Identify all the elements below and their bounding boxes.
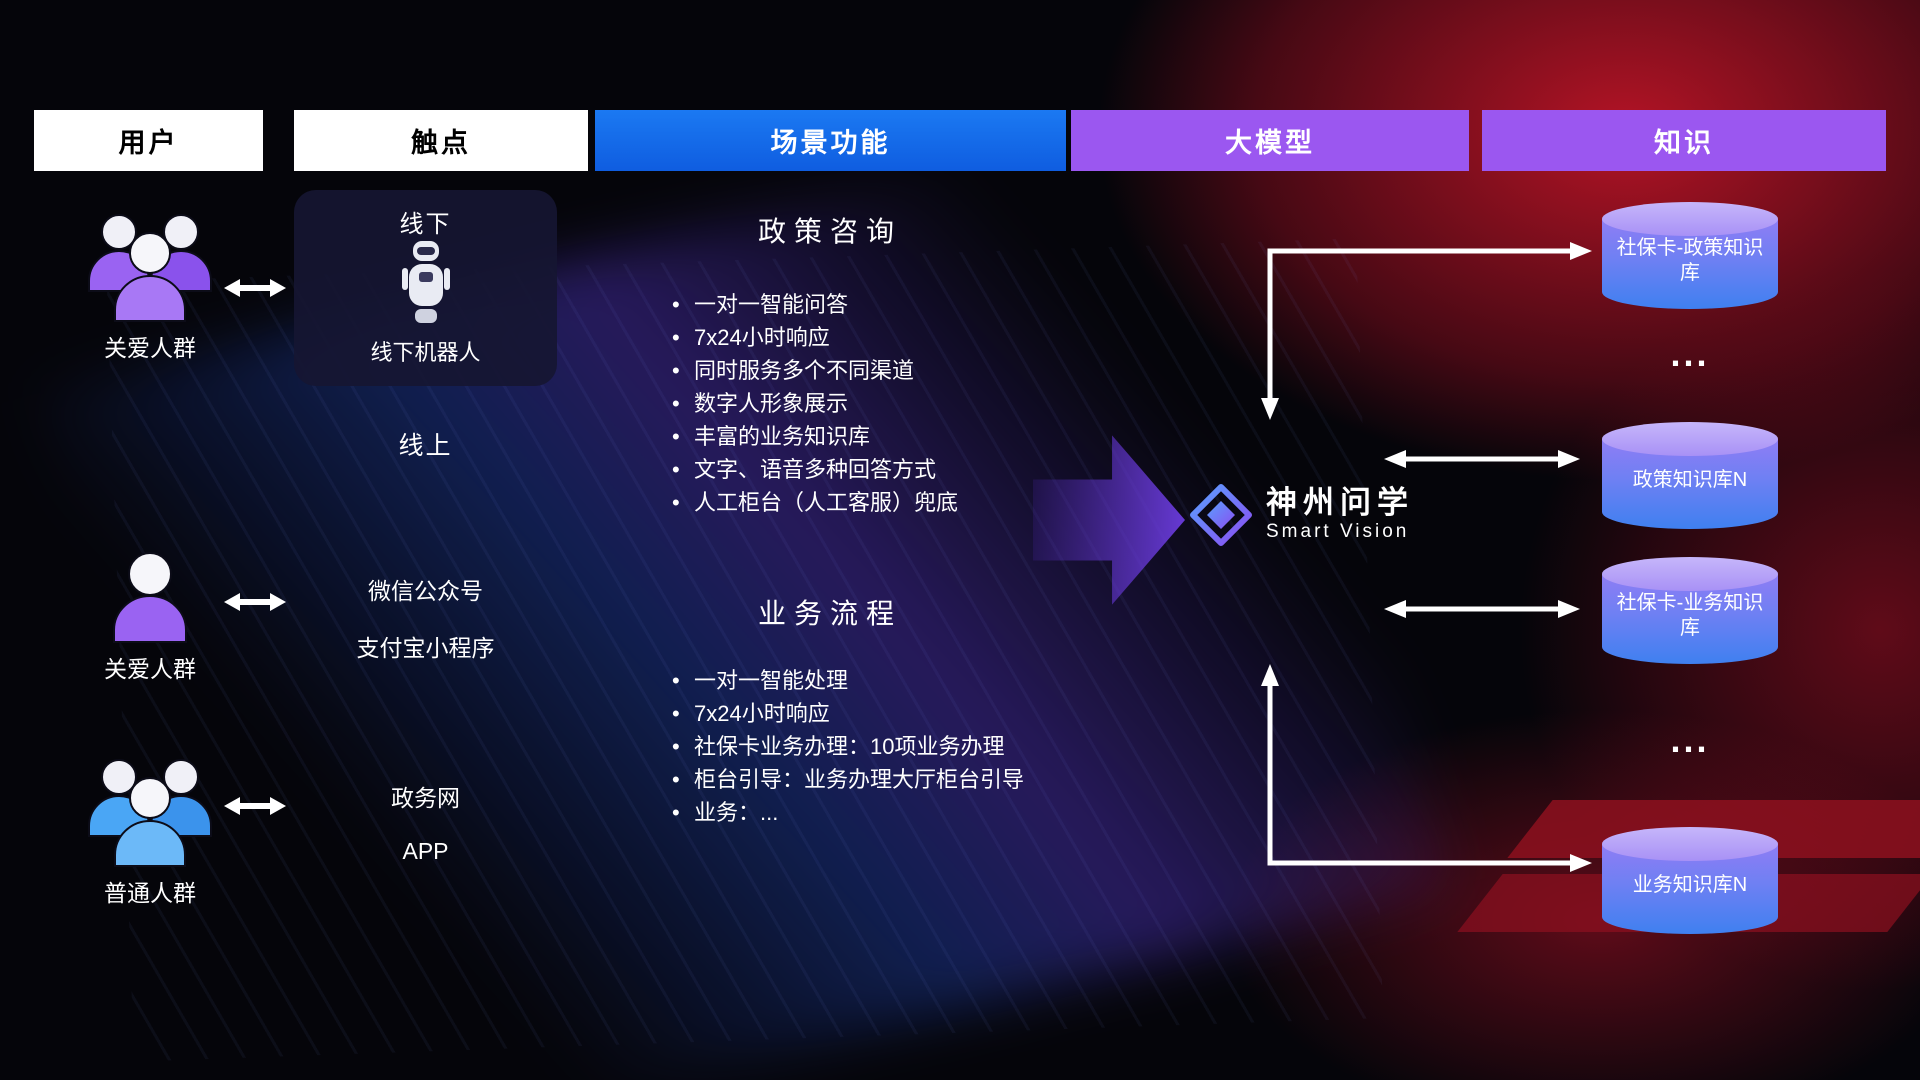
- offline-robot-label: 线下机器人: [370, 340, 481, 365]
- bullet-item: 文字、语音多种回答方式: [668, 453, 1088, 486]
- knowledge-db-social-business: 社保卡-业务知识库: [1602, 557, 1778, 664]
- cylinder-top: [1602, 557, 1778, 591]
- knowledge-db-policy-n: 政策知识库N: [1602, 422, 1778, 529]
- user-group-general: 普通人群: [70, 750, 230, 908]
- bullet-item: 人工柜台（人工客服）兜底: [668, 486, 1088, 519]
- bullet-item: 丰富的业务知识库: [668, 420, 1088, 453]
- user-group-care-1: 关爱人群: [70, 205, 230, 363]
- column-header-model: 大模型: [1071, 110, 1469, 171]
- column-header-touchpoints: 触点: [294, 110, 588, 171]
- offline-title: 线下: [399, 211, 452, 238]
- bg-red-glow-bottom: [1100, 640, 1920, 1080]
- people-group-blue-icon: [88, 759, 212, 867]
- knowledge-db-label: 社保卡-政策知识库: [1616, 237, 1764, 284]
- touchpoint-wechat: 微信公众号: [368, 578, 483, 604]
- offline-touchpoint-card: 线下 线下机器人: [294, 190, 557, 386]
- column-header-scenarios: 场景功能: [595, 110, 1066, 171]
- knowledge-ellipsis: ...: [1670, 719, 1710, 760]
- cylinder-top: [1602, 202, 1778, 236]
- double-arrow-icon: [224, 797, 286, 815]
- diamond-logo-icon: [1190, 484, 1252, 546]
- brand-subtitle: Smart Vision: [1266, 521, 1410, 542]
- bullet-item: 一对一智能处理: [668, 664, 1088, 697]
- bullet-item: 7x24小时响应: [668, 697, 1088, 730]
- cylinder-top: [1602, 422, 1778, 456]
- touchpoint-app: APP: [402, 838, 449, 864]
- business-feature-list: 一对一智能处理 7x24小时响应 社保卡业务办理：10项业务办理 柜台引导：业务…: [668, 664, 1088, 829]
- knowledge-db-label: 社保卡-业务知识库: [1616, 592, 1764, 639]
- knowledge-db-label: 业务知识库N: [1632, 874, 1748, 896]
- bullet-item: 7x24小时响应: [668, 321, 1088, 354]
- person-purple-icon: [113, 552, 187, 643]
- brand-name: 神州问学: [1266, 485, 1414, 520]
- policy-feature-list: 一对一智能问答 7x24小时响应 同时服务多个不同渠道 数字人形象展示 丰富的业…: [668, 288, 1088, 519]
- column-header-users: 用户: [34, 110, 263, 171]
- business-process-title: 业务流程: [757, 598, 902, 629]
- knowledge-db-business-n: 业务知识库N: [1602, 827, 1778, 934]
- bullet-item: 柜台引导：业务办理大厅柜台引导: [668, 763, 1088, 796]
- column-header-knowledge: 知识: [1482, 110, 1886, 171]
- robot-icon: [401, 241, 450, 323]
- user-group-label: 普通人群: [104, 880, 196, 906]
- knowledge-db-social-policy: 社保卡-政策知识库: [1602, 202, 1778, 309]
- knowledge-db-label: 政策知识库N: [1632, 469, 1748, 491]
- bullet-item: 同时服务多个不同渠道: [668, 354, 1088, 387]
- cylinder-top: [1602, 827, 1778, 861]
- bullet-item: 数字人形象展示: [668, 387, 1088, 420]
- double-arrow-icon: [224, 279, 286, 297]
- touchpoint-alipay: 支付宝小程序: [356, 635, 495, 661]
- touchpoint-gov-web: 政务网: [391, 785, 460, 811]
- people-group-purple-icon: [88, 214, 212, 322]
- double-arrow-icon: [224, 593, 286, 611]
- online-title: 线上: [398, 432, 453, 460]
- policy-consult-title: 政策咨询: [757, 216, 902, 247]
- bullet-item: 一对一智能问答: [668, 288, 1088, 321]
- brand-logo: 神州问学 Smart Vision: [1190, 484, 1414, 546]
- knowledge-ellipsis: ...: [1670, 333, 1710, 374]
- user-group-label: 关爱人群: [104, 656, 196, 682]
- user-group-care-2: 关爱人群: [88, 548, 212, 684]
- bullet-item: 业务：...: [668, 796, 1088, 829]
- user-group-label: 关爱人群: [104, 335, 196, 361]
- bullet-item: 社保卡业务办理：10项业务办理: [668, 730, 1088, 763]
